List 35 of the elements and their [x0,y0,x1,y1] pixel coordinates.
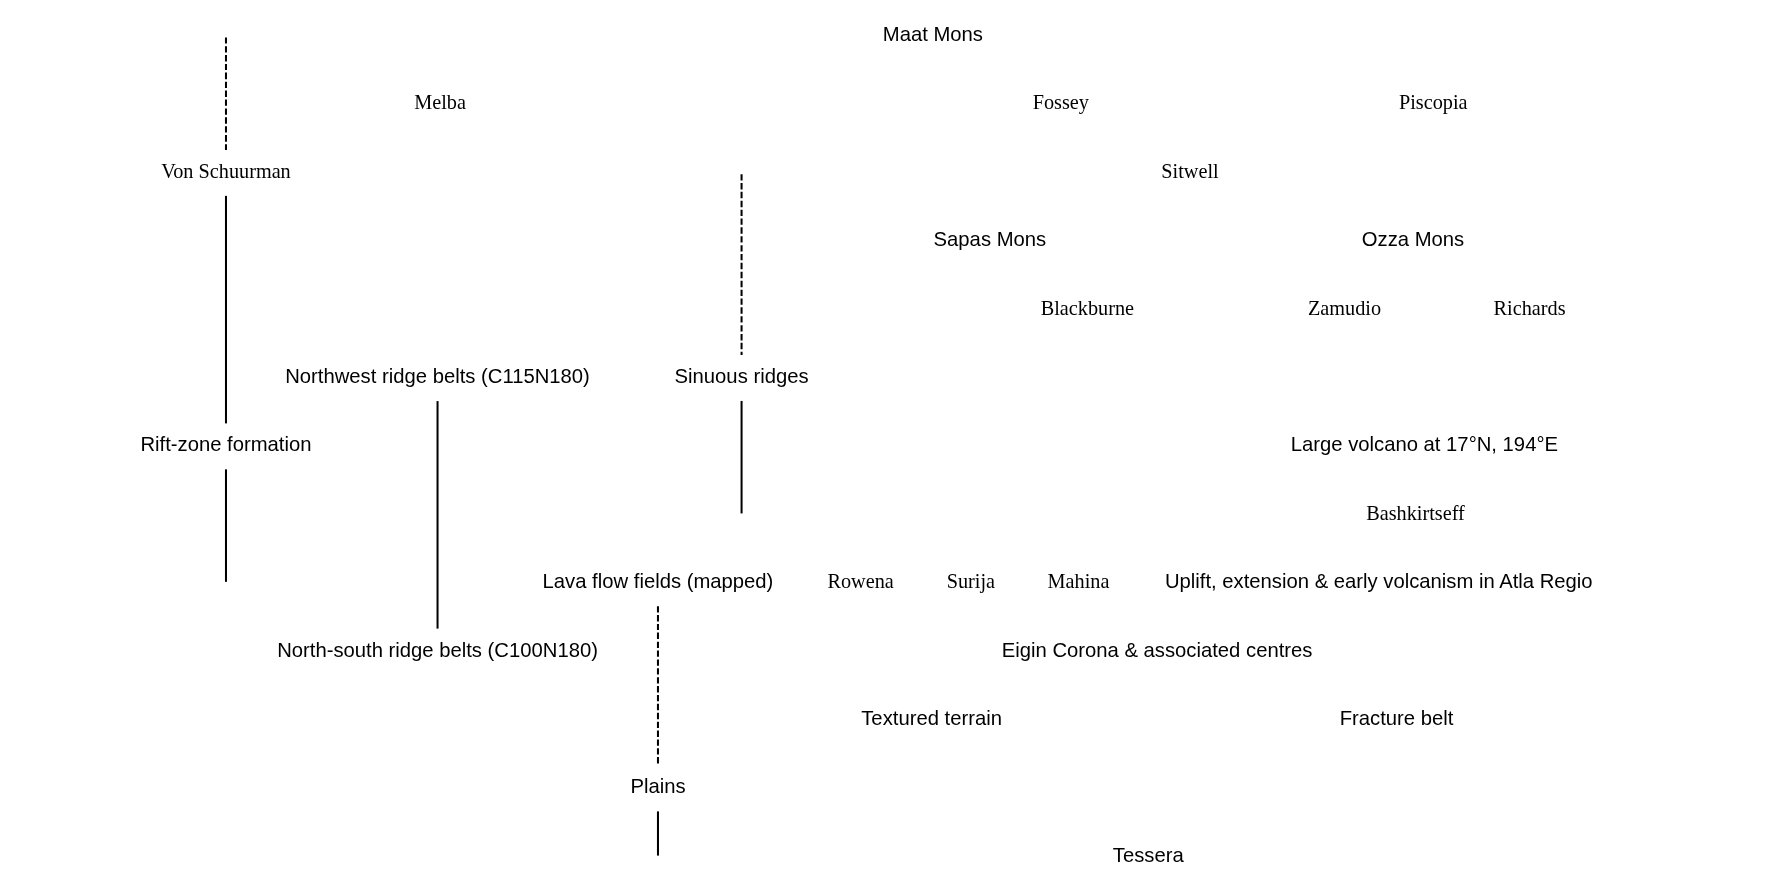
node-text: North-south ridge belts (C100N180) [277,638,598,661]
label: Blackburne [1040,296,1135,319]
label: Textured terrain [861,706,1002,729]
label: Zamudio [1308,296,1382,319]
label: Piscopia [1398,91,1468,114]
label: Richards [1493,296,1566,319]
connector [224,37,227,151]
label: Melba [414,91,466,114]
connector [740,400,743,514]
label: Surija [946,570,996,593]
node-text: Plains [630,775,686,798]
connector [224,469,227,582]
label: Tessera [1112,843,1184,866]
node-text: Lava flow fields (mapped) [542,570,774,593]
label: Mahina [1047,570,1110,593]
connector [656,606,659,766]
connector [740,174,743,355]
label: Fracture belt [1339,706,1454,729]
connector [224,195,227,424]
label: Ozza Mons [1361,228,1465,251]
label: Bashkirtseff [1366,501,1465,524]
node-text: Rift-zone formation [140,433,312,456]
node-text: Northwest ridge belts (C115N180) [285,364,590,387]
label: Maat Mons [882,22,983,45]
node-text: Von Schuurman [161,159,291,182]
label: Sitwell [1161,159,1219,182]
label: Uplift, extension & early volcanism in Atla Regio [1164,570,1593,593]
connector [656,811,659,856]
label: Large volcano at 17°N, 194°E [1290,433,1559,456]
label: Sapas Mons [933,228,1047,251]
label: Eigin Corona & associated centres [1001,638,1313,661]
node-text: Sinuous ridges [674,364,809,387]
label: Rowena [827,570,894,593]
connector [436,401,439,629]
label: Fossey [1032,91,1089,114]
